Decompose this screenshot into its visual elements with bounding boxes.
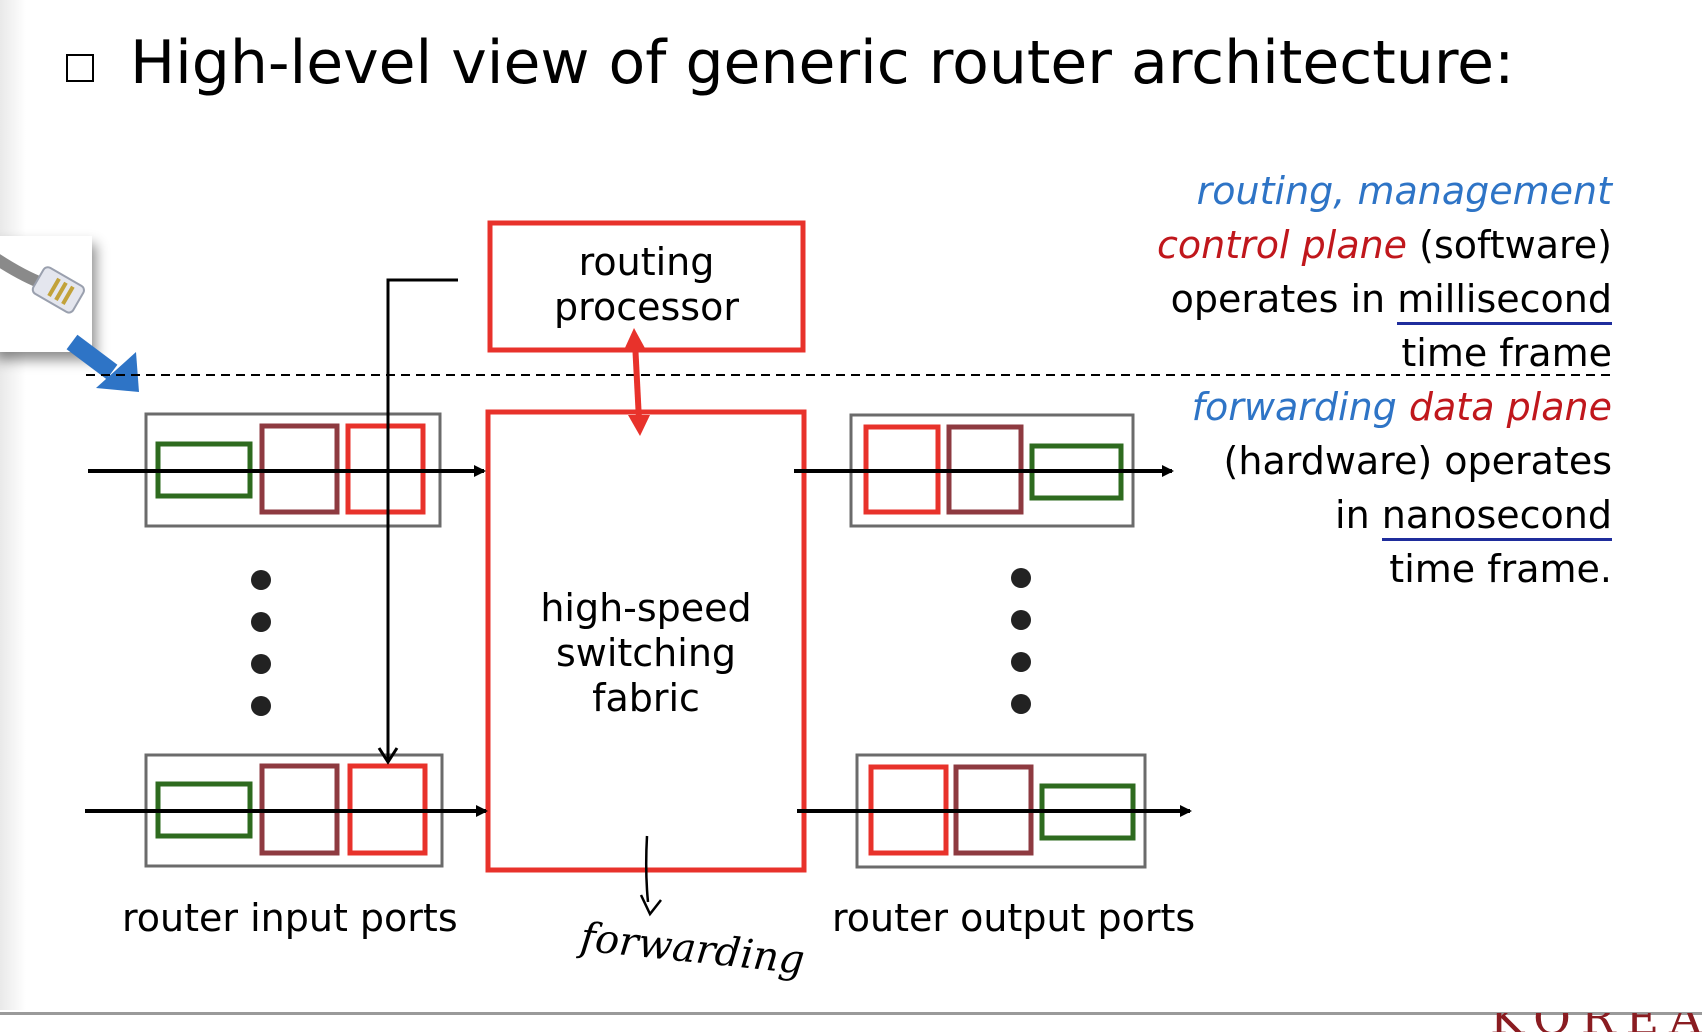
- notes-line-1: routing, management: [1196, 169, 1612, 213]
- plane-notes: routing, management control plane (softw…: [1157, 164, 1612, 596]
- output-ellipsis-dots: [1011, 568, 1031, 714]
- notes-line-2: control plane (software): [1157, 223, 1612, 267]
- notes-line-5: forwarding data plane: [1191, 385, 1612, 429]
- processor-fabric-double-arrow: [624, 328, 650, 436]
- switching-fabric-box: [485, 409, 807, 873]
- output-port-top: [794, 413, 1174, 528]
- footer-divider: [0, 1012, 1702, 1015]
- university-logo: KOREA: [1490, 1013, 1702, 1032]
- notes-line-7: in nanosecond: [1157, 488, 1612, 542]
- output-port-bottom: [797, 753, 1192, 869]
- switching-fabric-label: high-speed switching fabric: [540, 586, 752, 720]
- slide-title-row: High-level view of generic router archit…: [66, 28, 1514, 98]
- input-port-top: [88, 412, 486, 528]
- notes-line-3: operates in millisecond: [1157, 272, 1612, 326]
- notes-line-4: time frame: [1401, 331, 1612, 375]
- input-ellipsis-dots: [251, 570, 271, 716]
- handwritten-arrow: [639, 835, 662, 917]
- arrow-down-right-icon: [66, 334, 139, 392]
- output-ports-caption: router output ports: [832, 896, 1196, 940]
- slide-title: High-level view of generic router archit…: [130, 28, 1515, 98]
- routing-processor-box: [487, 220, 806, 353]
- routing-processor-label: routing processor: [554, 240, 739, 329]
- control-path-arrow: [377, 278, 458, 765]
- notes-line-8: time frame.: [1389, 547, 1612, 591]
- input-ports-caption: router input ports: [122, 896, 458, 940]
- hollow-square-bullet-icon: [66, 54, 94, 82]
- ethernet-cable-icon: [0, 236, 92, 352]
- notes-line-6: (hardware) operates: [1223, 439, 1612, 483]
- left-edge-shade: [0, 0, 26, 1010]
- input-port-bottom: [85, 753, 488, 868]
